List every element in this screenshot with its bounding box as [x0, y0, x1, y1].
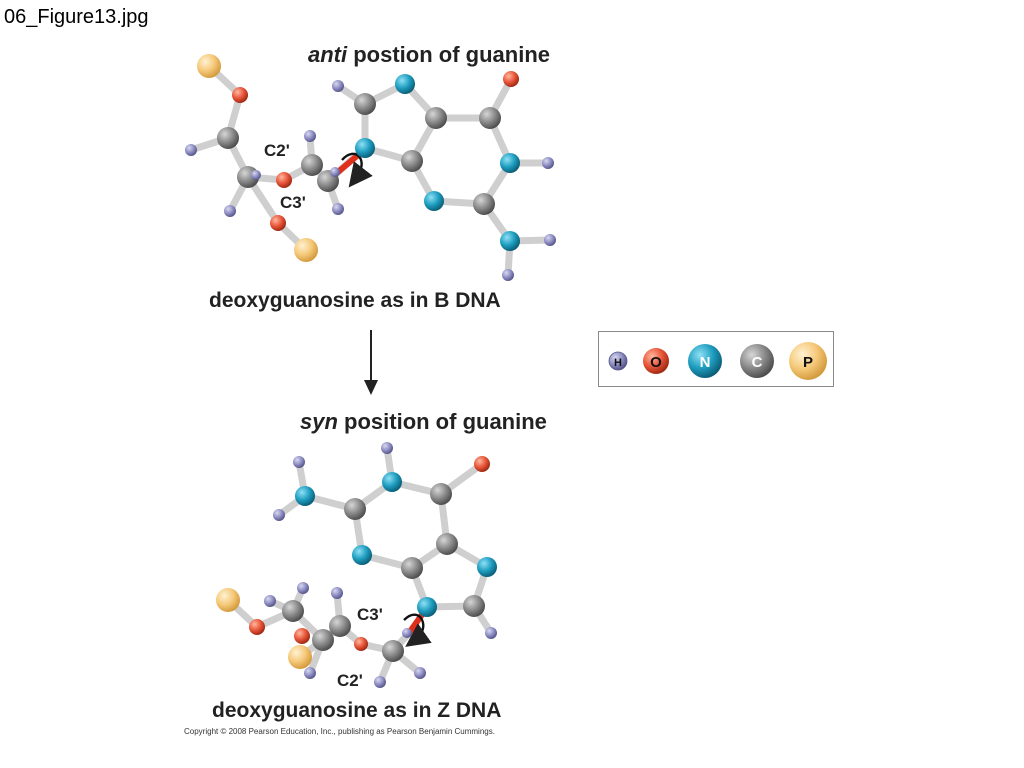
legend-graphic: H O N C P	[608, 342, 827, 380]
carbon-atom	[401, 150, 423, 172]
nitrogen-atom	[295, 486, 315, 506]
carbon-atom	[344, 498, 366, 520]
hydrogen-atom	[402, 628, 412, 638]
phosphorus-atom	[216, 588, 240, 612]
anti-title: anti postion of guanine	[308, 42, 550, 68]
carbon-legend-label: C	[752, 354, 763, 371]
hydrogen-atom	[185, 144, 197, 156]
carbon-atom	[301, 154, 323, 176]
hydrogen-atom	[264, 595, 276, 607]
syn-title-rest: position of guanine	[337, 409, 547, 434]
hydrogen-atom	[304, 130, 316, 142]
oxygen-atom	[354, 637, 368, 651]
carbon-atom	[401, 557, 423, 579]
b-dna-caption: deoxyguanosine as in B DNA	[209, 289, 501, 312]
carbon-atom	[463, 595, 485, 617]
hydrogen-atom	[297, 582, 309, 594]
phosphorus-atom	[294, 238, 318, 262]
syn-title-italic: syn	[300, 409, 338, 434]
phosphorus-atom	[288, 645, 312, 669]
carbon-atom	[479, 107, 501, 129]
hydrogen-atom	[485, 627, 497, 639]
nitrogen-atom	[355, 138, 375, 158]
oxygen-atom	[503, 71, 519, 87]
nitrogen-atom	[477, 557, 497, 577]
hydrogen-atom	[332, 80, 344, 92]
nitrogen-legend-icon	[688, 344, 722, 378]
hydrogen-legend-icon	[608, 351, 628, 371]
anti-title-italic: anti	[308, 42, 348, 67]
oxygen-atom	[249, 619, 265, 635]
hydrogen-atom	[293, 456, 305, 468]
syn-c3-label: C3'	[357, 605, 383, 624]
anti-c2-label: C2'	[264, 141, 290, 160]
carbon-atom	[282, 600, 304, 622]
carbon-atom	[312, 629, 334, 651]
anti-rotation-arrow	[341, 152, 373, 188]
oxygen-legend-icon	[643, 348, 669, 374]
transition-arrow-head	[364, 380, 378, 395]
syn-title: syn position of guanine	[300, 409, 547, 435]
phosphorus-legend-icon	[789, 342, 827, 380]
oxygen-legend-label: O	[650, 354, 662, 371]
carbon-atom	[473, 193, 495, 215]
hydrogen-atom	[544, 234, 556, 246]
phosphorus-legend-label: P	[803, 354, 813, 371]
nitrogen-atom	[382, 472, 402, 492]
syn-guanine-model: C3' C2'	[216, 442, 497, 690]
oxygen-atom	[270, 215, 286, 231]
hydrogen-atom	[273, 509, 285, 521]
syn-rotation-arrow	[403, 613, 432, 647]
anti-c3-label: C3'	[280, 193, 306, 212]
carbon-atom	[382, 640, 404, 662]
hydrogen-atom	[374, 676, 386, 688]
hydrogen-legend-label: H	[614, 357, 622, 369]
nitrogen-atom	[500, 231, 520, 251]
oxygen-atom	[474, 456, 490, 472]
carbon-atom	[329, 615, 351, 637]
atom-color-legend: H O N C P	[598, 331, 834, 387]
nitrogen-atom	[395, 74, 415, 94]
carbon-atom	[430, 483, 452, 505]
hydrogen-atom	[332, 203, 344, 215]
nitrogen-atom	[424, 191, 444, 211]
hydrogen-atom	[542, 157, 554, 169]
anti-guanine-model: C2' C3'	[185, 54, 556, 281]
carbon-atom	[217, 127, 239, 149]
oxygen-atom	[294, 628, 310, 644]
copyright-notice: Copyright © 2008 Pearson Education, Inc.…	[184, 727, 495, 736]
hydrogen-atom	[224, 205, 236, 217]
hydrogen-atom	[304, 667, 316, 679]
nitrogen-atom	[500, 153, 520, 173]
carbon-atom	[354, 93, 376, 115]
nitrogen-atom	[417, 597, 437, 617]
anti-title-rest: postion of guanine	[347, 42, 550, 67]
nitrogen-atom	[352, 545, 372, 565]
phosphorus-atom	[197, 54, 221, 78]
carbon-legend-icon	[740, 344, 774, 378]
carbon-atom	[436, 533, 458, 555]
nitrogen-legend-label: N	[700, 354, 711, 371]
z-dna-caption: deoxyguanosine as in Z DNA	[212, 699, 502, 722]
hydrogen-atom	[381, 442, 393, 454]
hydrogen-atom	[414, 667, 426, 679]
syn-c2-label: C2'	[337, 671, 363, 690]
hydrogen-atom	[502, 269, 514, 281]
hydrogen-atom	[251, 170, 261, 180]
carbon-atom	[425, 107, 447, 129]
oxygen-atom	[232, 87, 248, 103]
hydrogen-atom	[331, 587, 343, 599]
hydrogen-atom	[330, 167, 340, 177]
oxygen-atom	[276, 172, 292, 188]
figure-filename: 06_Figure13.jpg	[4, 6, 149, 28]
